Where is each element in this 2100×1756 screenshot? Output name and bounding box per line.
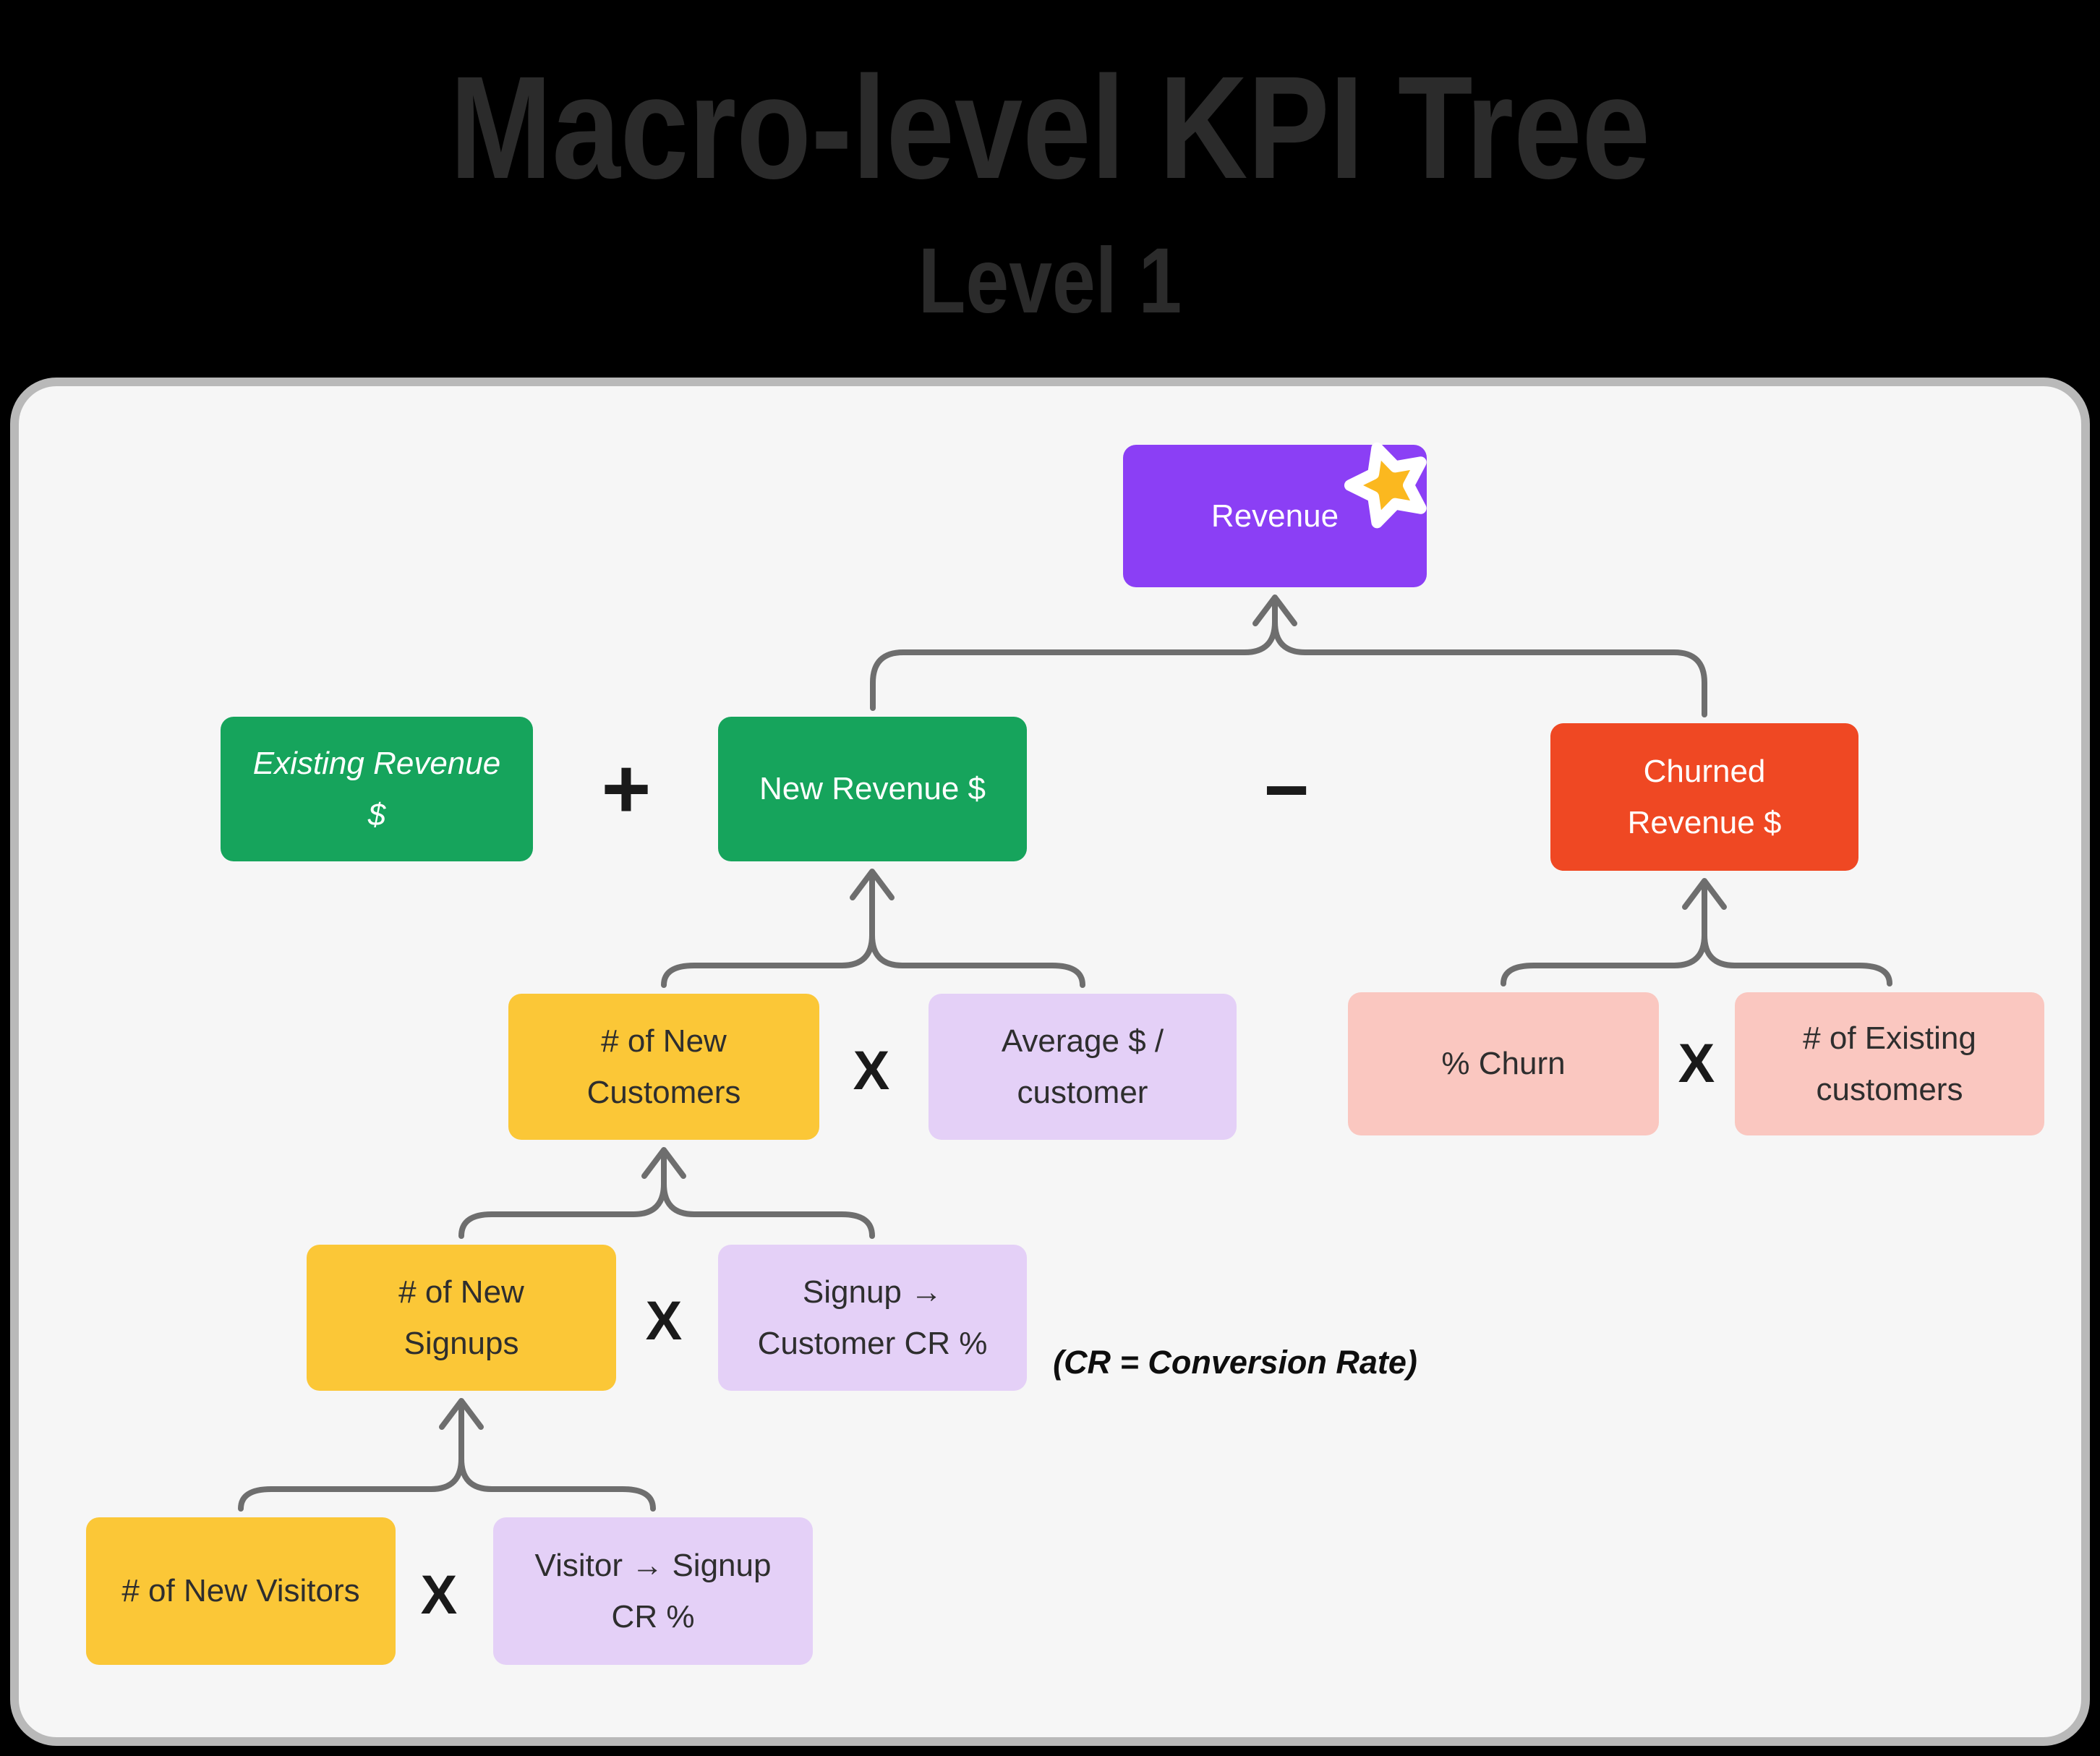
node-new-visitors-label: # of New Visitors [121, 1573, 360, 1609]
node-new-customers-line2: Customers [586, 1075, 741, 1110]
node-new-signups-line1: # of New [398, 1274, 524, 1310]
node-avg-per-customer: Average $ / customer [929, 994, 1237, 1140]
node-visitor-signup-cr-line2: CR % [611, 1599, 695, 1634]
node-existing-revenue-line1: Existing Revenue [252, 745, 501, 781]
node-revenue-label: Revenue [1211, 498, 1339, 534]
node-churned-revenue-line1: Churned [1643, 753, 1766, 789]
operator-multiply-1: X [853, 1039, 890, 1101]
node-new-signups-line2: Signups [404, 1326, 519, 1361]
node-new-signups: # of New Signups [307, 1245, 616, 1391]
node-churned-revenue: Churned Revenue $ [1550, 723, 1858, 871]
node-new-revenue: New Revenue $ [718, 717, 1027, 861]
operator-multiply-4: X [420, 1564, 458, 1626]
operator-plus: + [601, 741, 652, 837]
node-new-customers-line1: # of New [601, 1023, 727, 1059]
node-revenue: Revenue [1123, 445, 1427, 587]
node-new-revenue-label: New Revenue $ [759, 771, 986, 807]
node-existing-customers: # of Existing customers [1735, 992, 2044, 1135]
operator-multiply-2: X [1678, 1032, 1715, 1094]
node-existing-customers-line2: customers [1816, 1072, 1963, 1107]
node-avg-per-customer-line1: Average $ / [1001, 1023, 1164, 1059]
node-signup-customer-cr-line2: Customer CR % [757, 1326, 988, 1361]
node-churned-revenue-line2: Revenue $ [1627, 805, 1782, 840]
node-churn-rate-label: % Churn [1441, 1046, 1566, 1082]
operator-minus: − [1263, 745, 1310, 833]
operator-multiply-3: X [645, 1290, 683, 1352]
node-existing-revenue: Existing Revenue $ [221, 717, 533, 861]
node-visitor-signup-cr-line1: Visitor → Signup [534, 1547, 772, 1583]
node-existing-customers-line1: # of Existing [1803, 1020, 1976, 1056]
node-signup-customer-cr: Signup → Customer CR % [718, 1245, 1027, 1391]
node-existing-revenue-line2: $ [367, 797, 386, 832]
node-signup-customer-cr-line1: Signup → [802, 1274, 943, 1310]
node-new-customers: # of New Customers [508, 994, 819, 1140]
cr-note: (CR = Conversion Rate) [1053, 1344, 1417, 1381]
page-title: Macro-level KPI Tree [450, 46, 1650, 209]
page-subtitle: Level 1 [918, 229, 1182, 333]
node-churn-rate: % Churn [1348, 992, 1659, 1135]
node-new-visitors: # of New Visitors [86, 1517, 396, 1665]
node-visitor-signup-cr: Visitor → Signup CR % [493, 1517, 813, 1665]
node-avg-per-customer-line2: customer [1017, 1075, 1148, 1110]
